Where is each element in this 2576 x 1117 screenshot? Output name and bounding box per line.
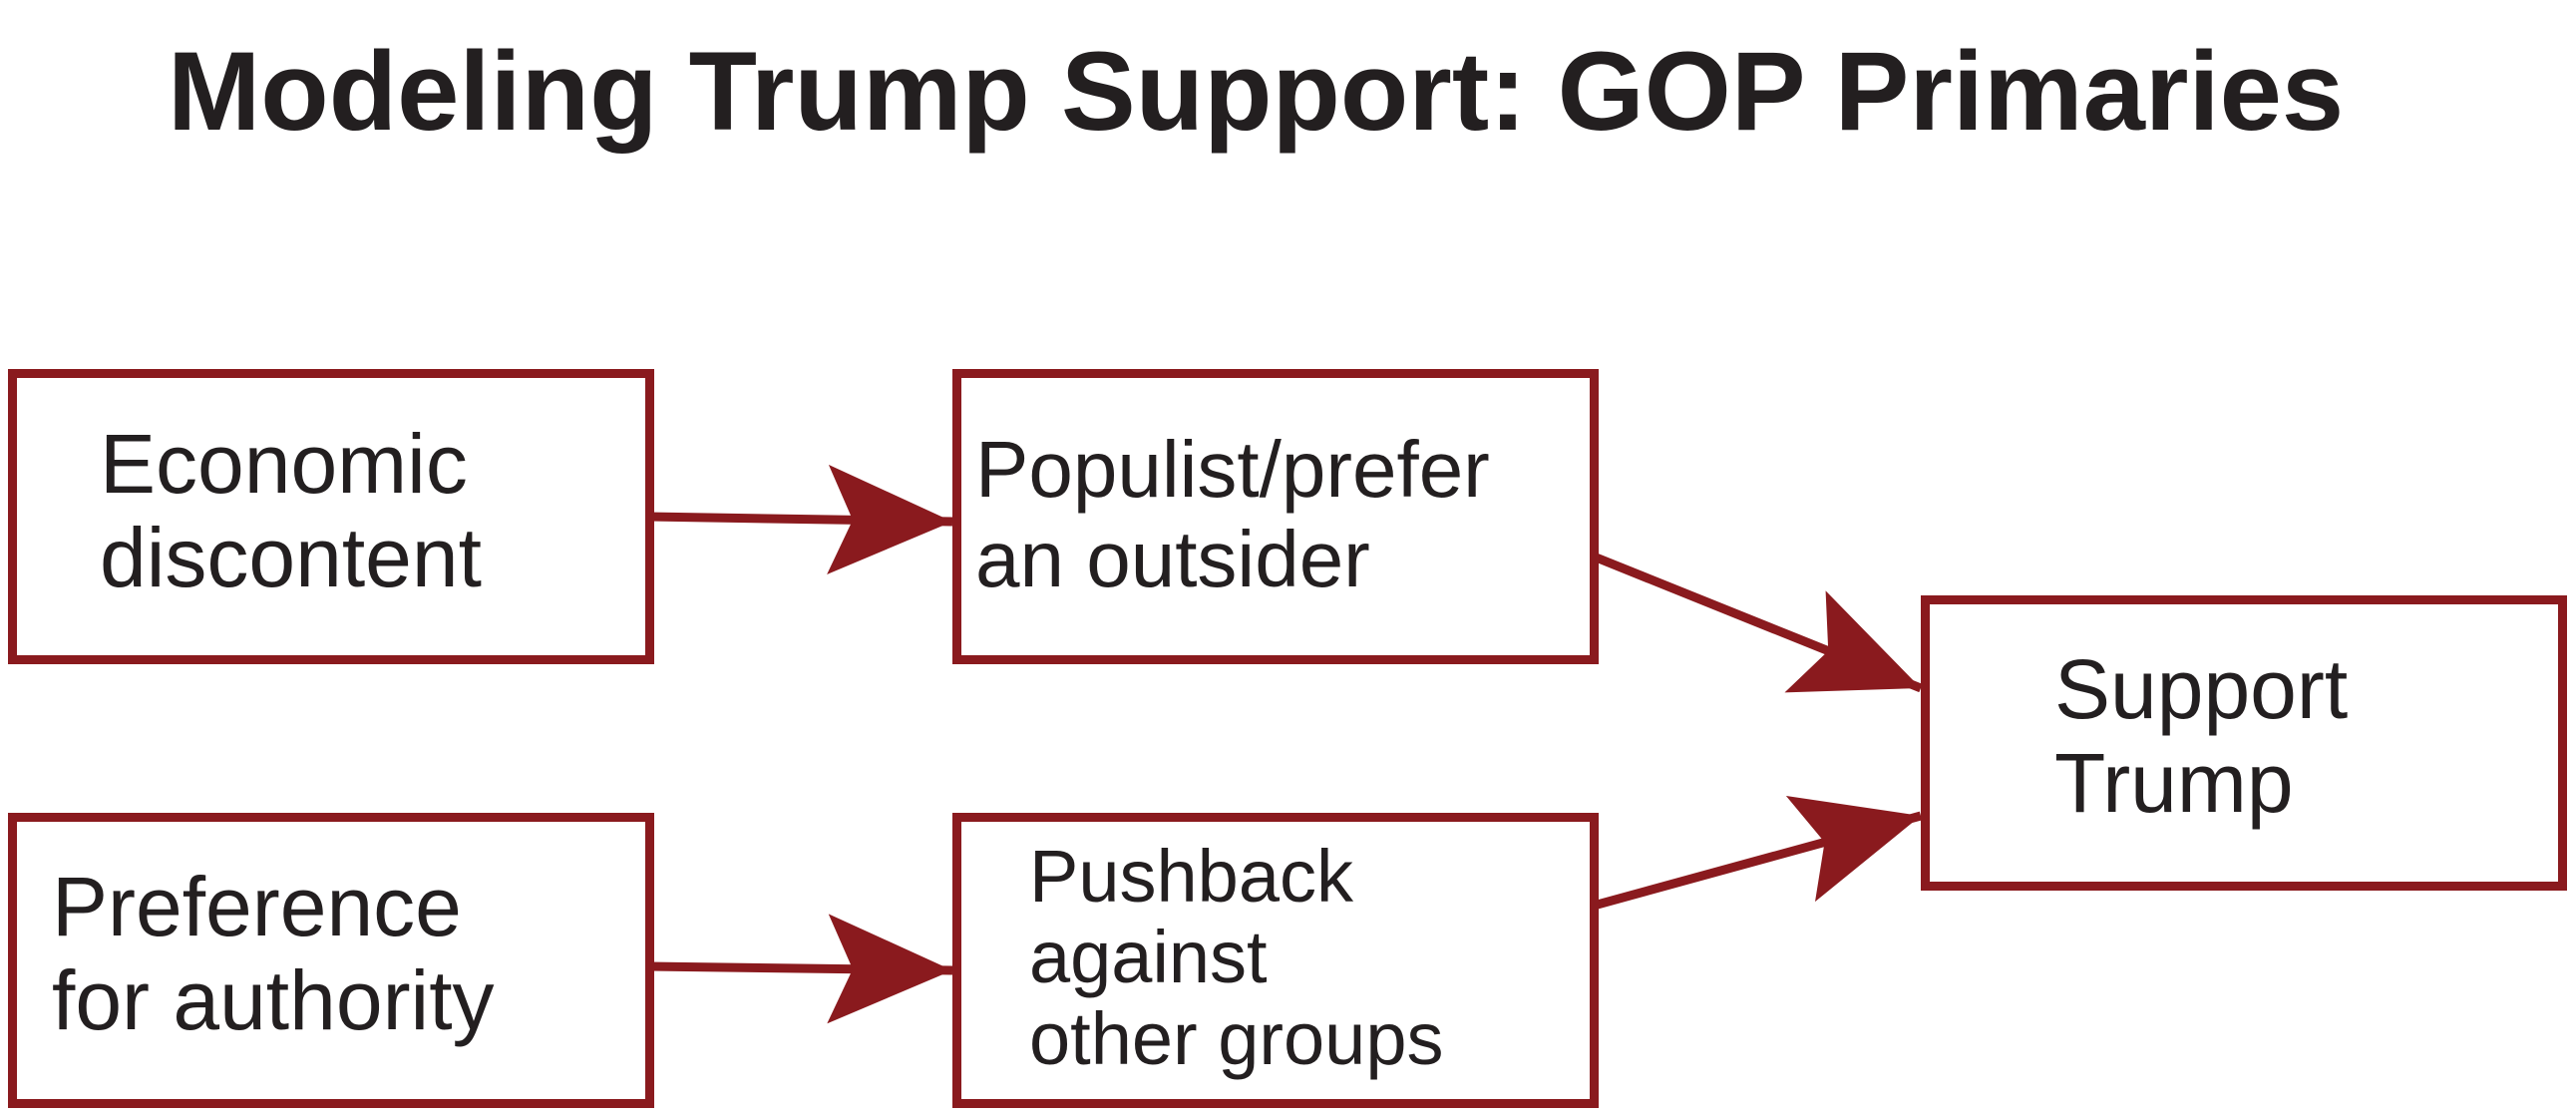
node-line: Support	[2054, 642, 2349, 736]
node-support-trump-label: Support Trump	[2054, 642, 2348, 830]
node-line: for authority	[52, 953, 495, 1048]
edge-pushback-to-support	[1592, 796, 1923, 911]
diagram-title: Modeling Trump Support: GOP Primaries	[168, 29, 2345, 154]
node-line: discontent	[100, 511, 482, 605]
node-preference-for-authority	[8, 813, 654, 1108]
node-populist-outsider-label: Populist/prefer an outsider	[975, 425, 1490, 603]
node-populist-outsider	[952, 369, 1599, 664]
node-pushback-groups-label: Pushback against other groups	[1029, 835, 1444, 1080]
node-line: other groups	[1029, 996, 1444, 1080]
edge-populist-to-support	[1592, 552, 1923, 693]
node-preference-for-authority-label: Preference for authority	[52, 860, 495, 1047]
edge-authority-to-pushback	[647, 914, 953, 1024]
node-line: an outsider	[975, 514, 1370, 603]
node-line: Populist/prefer	[975, 425, 1490, 514]
node-pushback-groups	[952, 813, 1599, 1108]
node-line: Pushback	[1029, 835, 1353, 918]
edge-economic-to-populist	[647, 464, 953, 574]
node-line: Trump	[2054, 736, 2294, 831]
node-line: Economic	[100, 417, 468, 511]
node-support-trump	[1921, 595, 2567, 891]
node-economic-discontent	[8, 369, 654, 664]
node-economic-discontent-label: Economic discontent	[100, 417, 482, 604]
node-line: against	[1029, 916, 1268, 999]
node-line: Preference	[52, 860, 462, 953]
